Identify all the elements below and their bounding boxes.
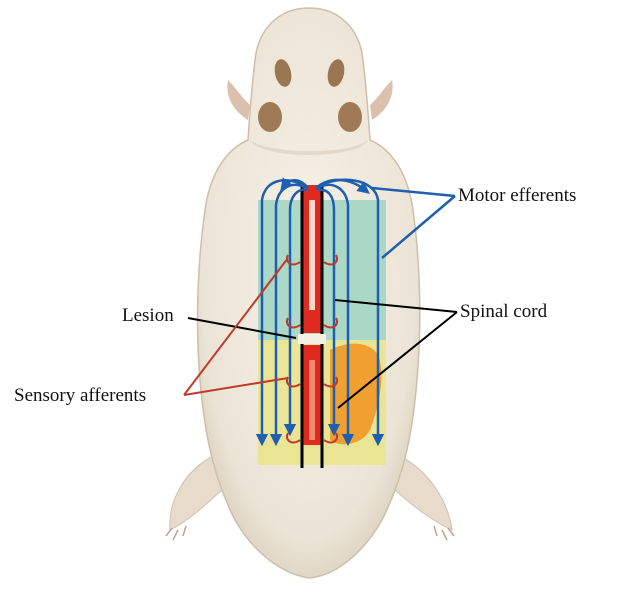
spinal-cord-upper-inner <box>309 200 315 310</box>
lesion-gap <box>298 334 326 344</box>
spinal-cord <box>298 185 326 468</box>
label-sensory-afferents: Sensory afferents <box>14 386 146 405</box>
front-paw-right <box>370 80 393 120</box>
label-spinal-cord: Spinal cord <box>460 302 547 321</box>
eye-pad-left <box>258 102 282 132</box>
label-motor-efferents: Motor efferents <box>458 186 576 205</box>
label-lesion: Lesion <box>122 306 174 325</box>
hind-toes-left <box>166 526 186 540</box>
eye-pad-right <box>338 102 362 132</box>
front-paw-left <box>227 80 250 120</box>
spinal-cord-lower-inner <box>309 360 315 440</box>
